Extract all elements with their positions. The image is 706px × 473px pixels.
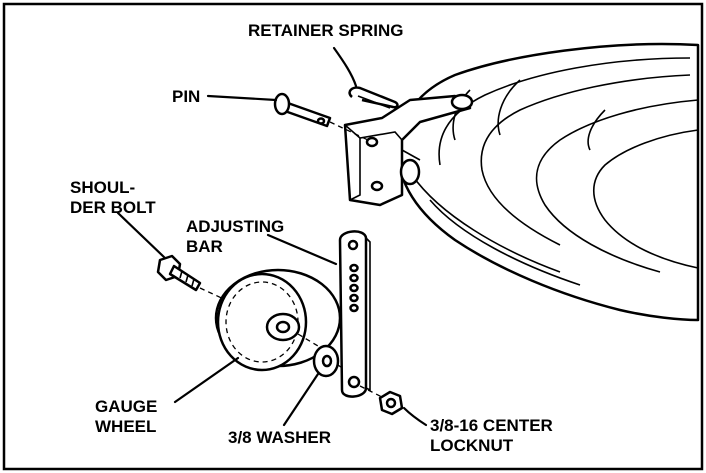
leader-pin: [206, 94, 278, 102]
leader-washer: [282, 372, 320, 427]
leader-gauge-wheel: [173, 356, 240, 404]
label-gauge-wheel-line2: WHEEL: [95, 417, 156, 436]
leader-adjusting-bar: [266, 233, 338, 266]
label-locknut-line2: LOCKNUT: [430, 436, 514, 455]
leader-locknut: [402, 406, 428, 427]
label-gauge-wheel-line1: GAUGE: [95, 397, 157, 416]
wheel-bracket: [343, 93, 474, 207]
leader-shoulder-bolt: [116, 211, 167, 260]
adjusting-bar: [338, 230, 385, 399]
gauge-wheel: [214, 268, 342, 372]
label-pin: PIN: [172, 87, 200, 106]
label-shoulder-bolt-line1: SHOUL-: [70, 178, 135, 197]
mower-deck: [396, 42, 700, 322]
label-retainer-spring: RETAINER SPRING: [248, 21, 404, 40]
label-adjusting-bar-line2: BAR: [186, 237, 223, 256]
leader-retainer-spring: [332, 46, 358, 88]
pin: [273, 92, 369, 141]
retainer-spring: [348, 86, 399, 109]
label-washer: 3/8 WASHER: [228, 428, 331, 447]
locknut: [378, 390, 404, 416]
label-locknut-line1: 3/8-16 CENTER: [430, 416, 553, 435]
label-shoulder-bolt-line2: DER BOLT: [70, 198, 156, 217]
leader-lines: [116, 46, 428, 427]
label-adjusting-bar-line1: ADJUSTING: [186, 217, 284, 236]
washer: [312, 344, 353, 378]
